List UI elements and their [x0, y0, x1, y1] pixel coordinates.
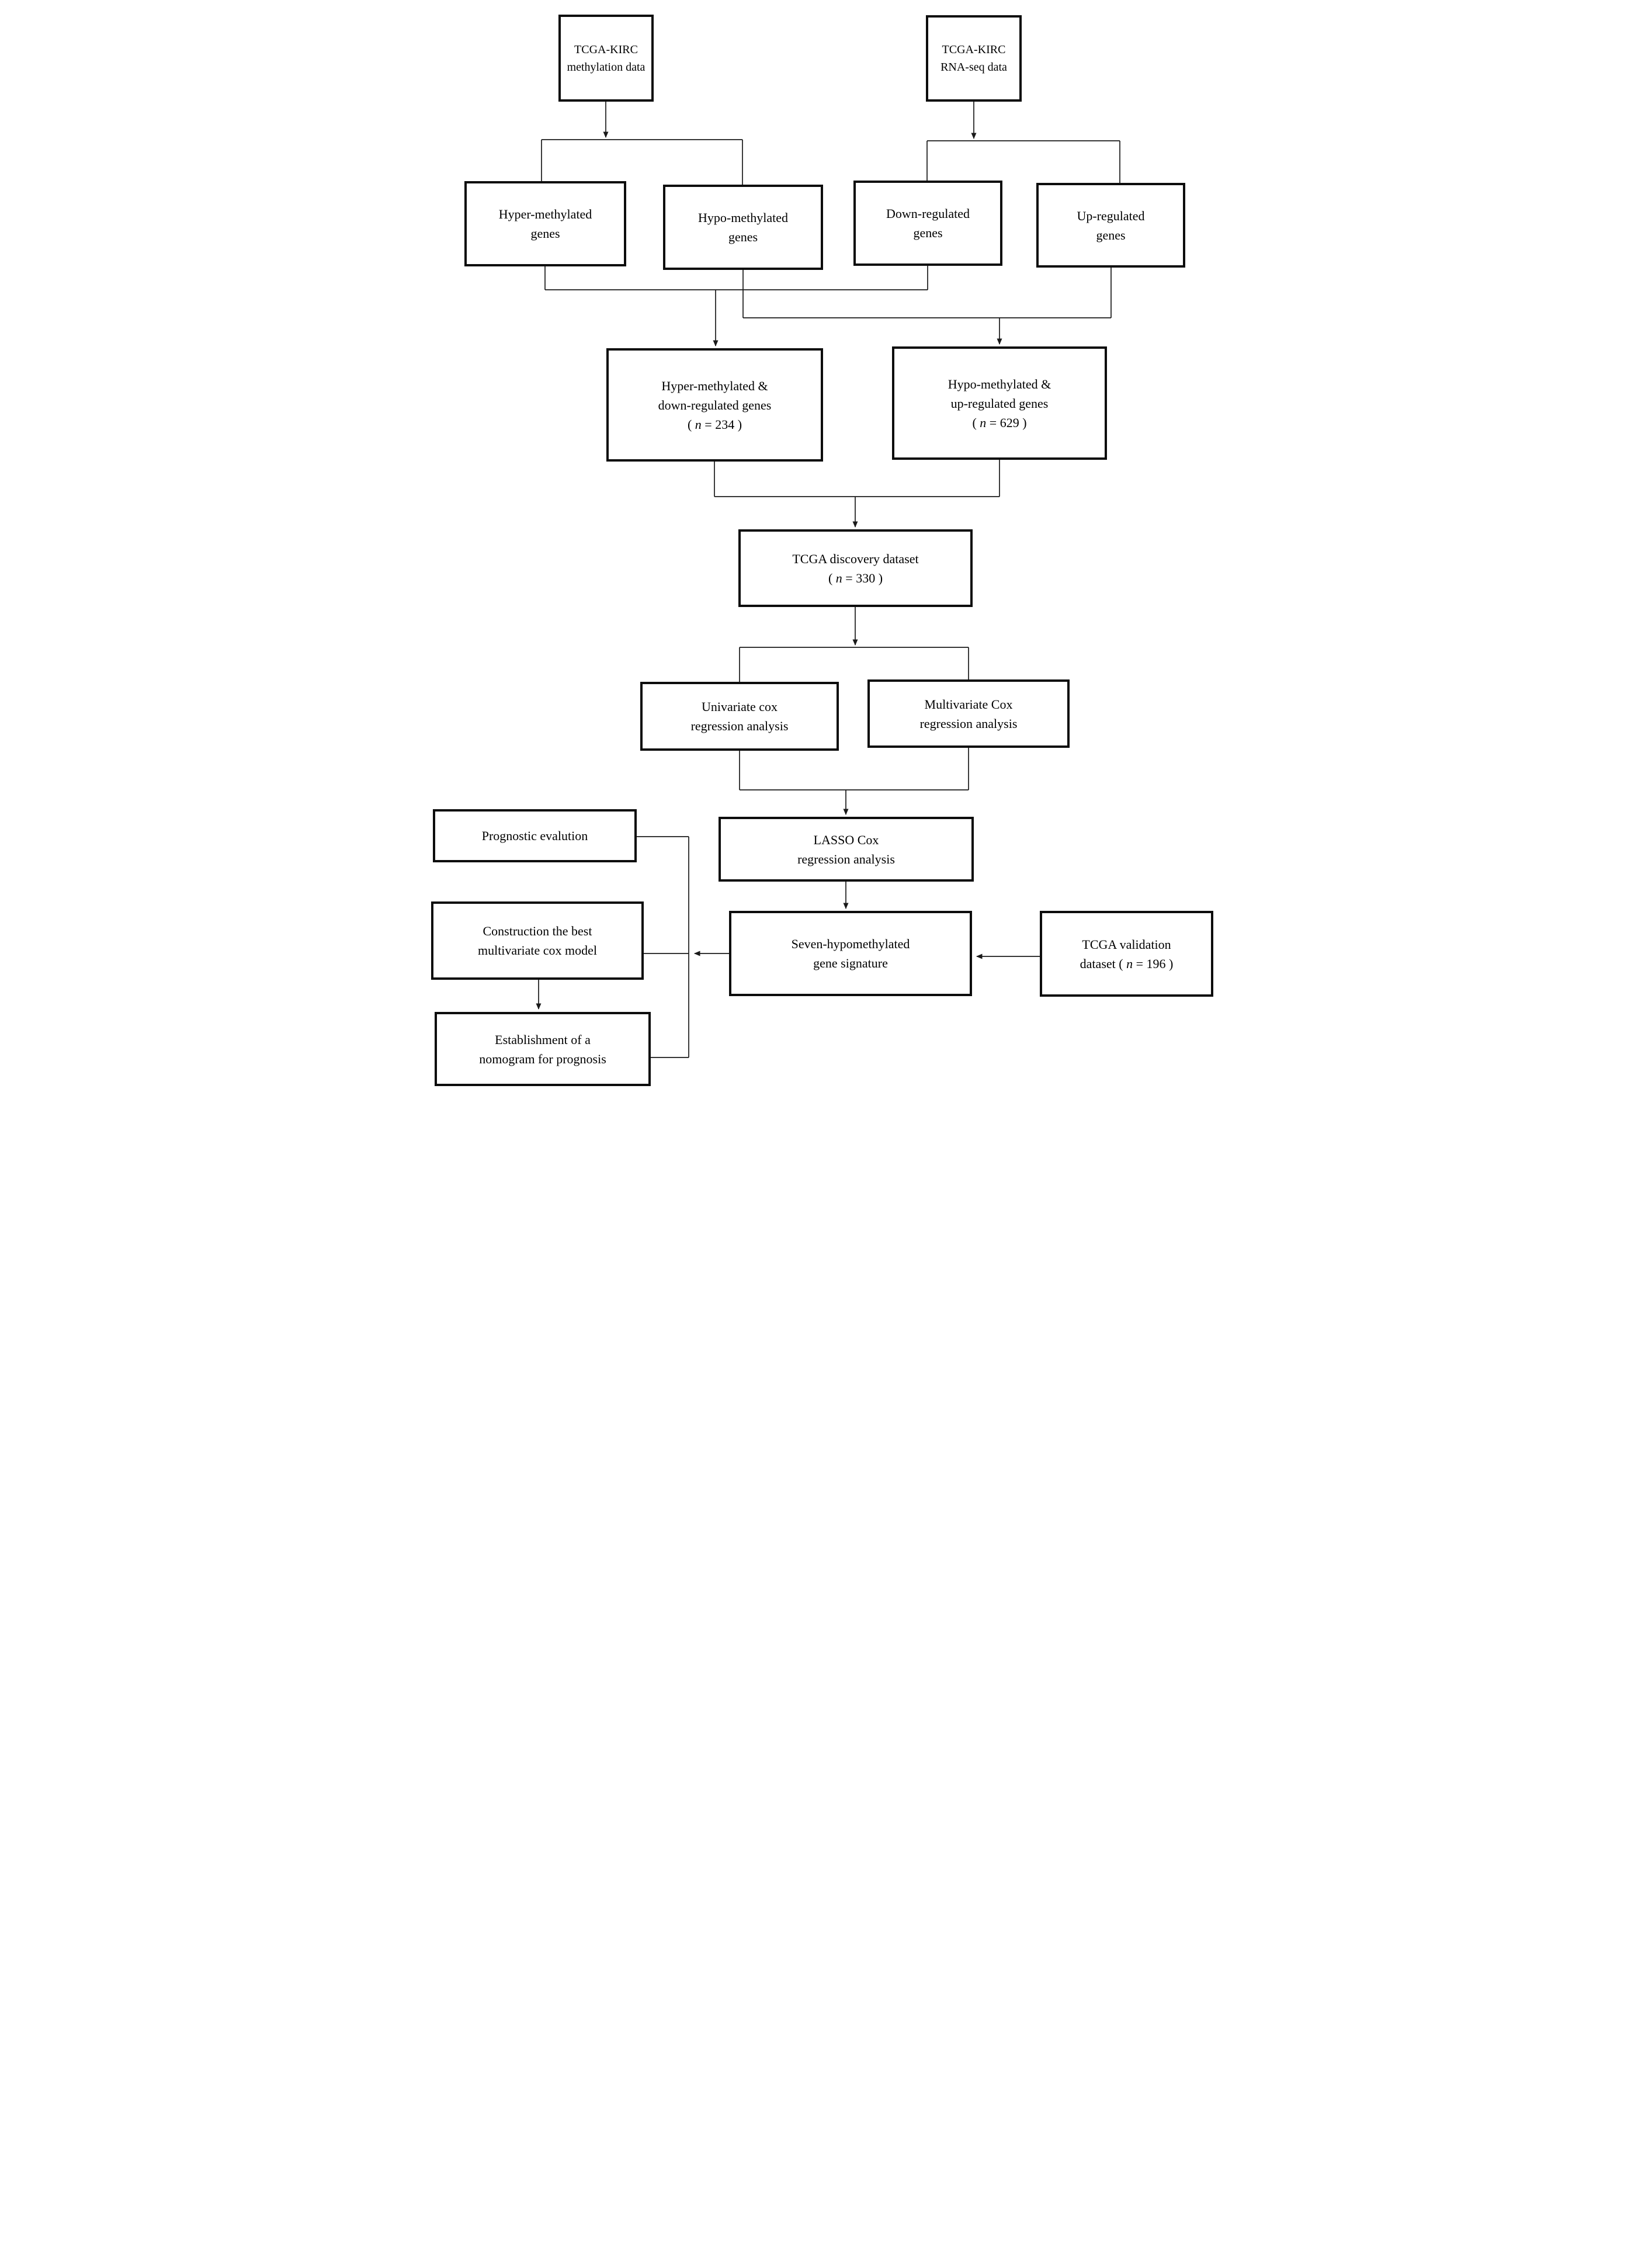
node-tcga-kirc-methylation-data: TCGA-KIRC methylation data [558, 15, 654, 102]
node-hyper-methylated-genes: Hyper-methylated genes [464, 181, 626, 266]
node-text-line: Seven-hypomethylated [791, 937, 910, 951]
node-text-line: Prognostic evalution [481, 828, 588, 843]
split-bar-methylation [541, 139, 743, 185]
node-text-line: ( n = 330 ) [828, 570, 883, 585]
node-text-line: ( n = 234 ) [687, 417, 742, 432]
node-text-line: down-regulated genes [658, 397, 772, 412]
node-text-line: Establishment of a [495, 1032, 591, 1047]
node-text-line: Multivariate Cox [924, 696, 1013, 712]
node-multivariate-cox-regression: Multivariate Cox regression analysis [867, 679, 1070, 748]
node-text-line: TCGA validation [1082, 937, 1171, 952]
node-text-line: nomogram for prognosis [479, 1051, 606, 1066]
split-bar-rnaseq [926, 140, 1120, 183]
node-hyper-and-down-regulated: Hyper-methylated & down-regulated genes ( … [606, 348, 823, 462]
merge-bar-row3 [714, 460, 1000, 497]
node-text-line: genes [1096, 227, 1126, 242]
node-text-line: Hypo-methylated [698, 210, 788, 225]
node-text-line: LASSO Cox [813, 832, 879, 847]
node-lasso-cox-regression: LASSO Cox regression analysis [719, 817, 974, 882]
node-text-line: up-regulated genes [950, 396, 1049, 411]
node-prognostic-evalution: Prognostic evalution [433, 809, 637, 862]
node-text-line: genes [530, 226, 560, 241]
node-construction-best-cox-model: Construction the best multivariate cox mo… [431, 901, 644, 980]
node-up-regulated-genes: Up-regulated genes [1036, 183, 1185, 268]
node-text-line: genes [728, 230, 758, 244]
node-text-line: TCGA-KIRC [942, 43, 1006, 56]
node-seven-hypomethylated-signature: Seven-hypomethylated gene signature [729, 911, 972, 996]
merge-bar-hypo-up [742, 268, 1112, 318]
node-text-line: Down-regulated [886, 206, 970, 221]
node-text-line: Hypo-methylated & [948, 376, 1051, 391]
node-text-line: dataset ( n = 196 ) [1080, 956, 1174, 971]
node-text-line: Up-regulated [1077, 208, 1145, 223]
node-text-line: Construction the best [483, 924, 592, 938]
node-text-line: genes [913, 226, 943, 240]
node-text-line: Univariate cox [701, 699, 778, 714]
node-tcga-discovery-dataset: TCGA discovery dataset ( n = 330 ) [738, 529, 973, 607]
node-text-line: regression analysis [690, 719, 789, 733]
flowchart-canvas: TCGA-KIRC methylation data TCGA-KIRC RNA-s… [413, 0, 1239, 1127]
node-univariate-cox-regression: Univariate cox regression analysis [640, 682, 839, 751]
node-text-line: Hyper-methylated [498, 207, 592, 221]
node-text-line: TCGA discovery dataset [792, 551, 919, 566]
node-hypo-and-up-regulated: Hypo-methylated & up-regulated genes ( n =… [892, 346, 1107, 460]
node-text-line: methylation data [567, 60, 645, 74]
node-tcga-validation-dataset: TCGA validation dataset ( n = 196 ) [1040, 911, 1213, 997]
node-text-line: gene signature [813, 956, 888, 970]
node-text-line: ( n = 629 ) [972, 415, 1027, 430]
merge-bar-cox [739, 748, 969, 790]
node-text-line: RNA-seq data [940, 61, 1007, 74]
split-bar-cox [739, 647, 969, 682]
node-text-line: TCGA-KIRC [574, 43, 638, 56]
node-tcga-kirc-rnaseq-data: TCGA-KIRC RNA-seq data [926, 15, 1022, 102]
node-text-line: regression analysis [919, 716, 1018, 731]
node-establishment-nomogram: Establishment of a nomogram for prognosis [435, 1012, 651, 1086]
node-text-line: regression analysis [797, 851, 895, 866]
node-text-line: Hyper-methylated & [661, 378, 768, 393]
node-text-line: multivariate cox model [477, 943, 598, 958]
node-down-regulated-genes: Down-regulated genes [853, 181, 1002, 266]
node-hypo-methylated-genes: Hypo-methylated genes [663, 185, 823, 270]
